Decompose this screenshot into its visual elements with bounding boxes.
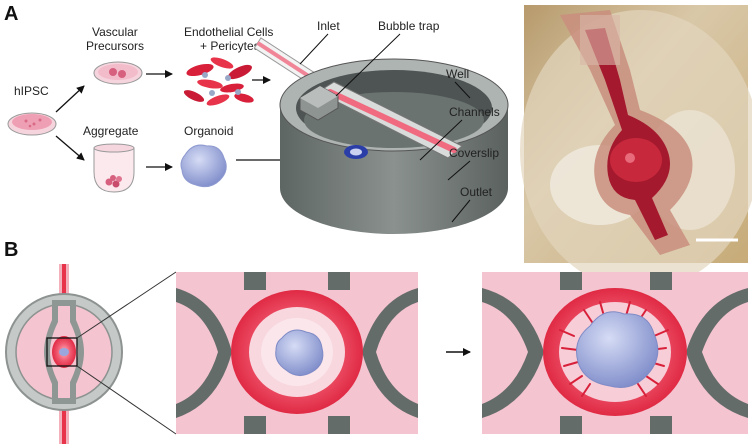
vascular-label-line1: Vascular (92, 25, 138, 39)
arrow-hipsc-to-vascular (55, 85, 85, 113)
hipsc-dish (7, 112, 57, 136)
arrow-hipsc-to-aggregate (55, 135, 85, 161)
channels-leader (419, 119, 463, 161)
inlet-tube (253, 37, 321, 87)
endothelial-label-line2: + Pericytes (200, 39, 260, 53)
organoid-a (180, 144, 227, 188)
vascular-label-line2: Precursors (86, 39, 144, 53)
outlet-leader (451, 199, 471, 223)
well-device (253, 37, 509, 234)
organoid-label: Organoid (184, 124, 233, 138)
hipsc-label: hIPSC (14, 84, 49, 98)
well-label: Well (446, 67, 469, 81)
panel-label-a: A (4, 3, 18, 25)
panel-label-b: B (4, 239, 18, 261)
well-leader (454, 81, 471, 99)
device-photograph (520, 5, 752, 290)
coverslip-label: Coverslip (449, 146, 499, 160)
bubble-trap-label: Bubble trap (378, 19, 440, 33)
inlet-label: Inlet (317, 19, 340, 33)
aggregate-label: Aggregate (83, 124, 139, 138)
vascular-precursors-dish (93, 61, 143, 85)
zoom-line-top (76, 271, 177, 339)
zoom-box-after (482, 272, 748, 434)
endothelial-label-line1: Endothelial Cells (184, 25, 273, 39)
well-overview (5, 264, 123, 444)
channels-label: Channels (449, 105, 500, 119)
outlet-label: Outlet (460, 185, 493, 199)
zoom-line-bottom (76, 365, 177, 435)
endothelial-cells-cluster (183, 57, 254, 106)
aggregate-tube (93, 143, 135, 193)
bubble-trap-leader (335, 33, 401, 97)
zoom-box-before (176, 272, 418, 434)
coverslip-leader (447, 160, 471, 181)
inlet-leader (299, 33, 329, 65)
